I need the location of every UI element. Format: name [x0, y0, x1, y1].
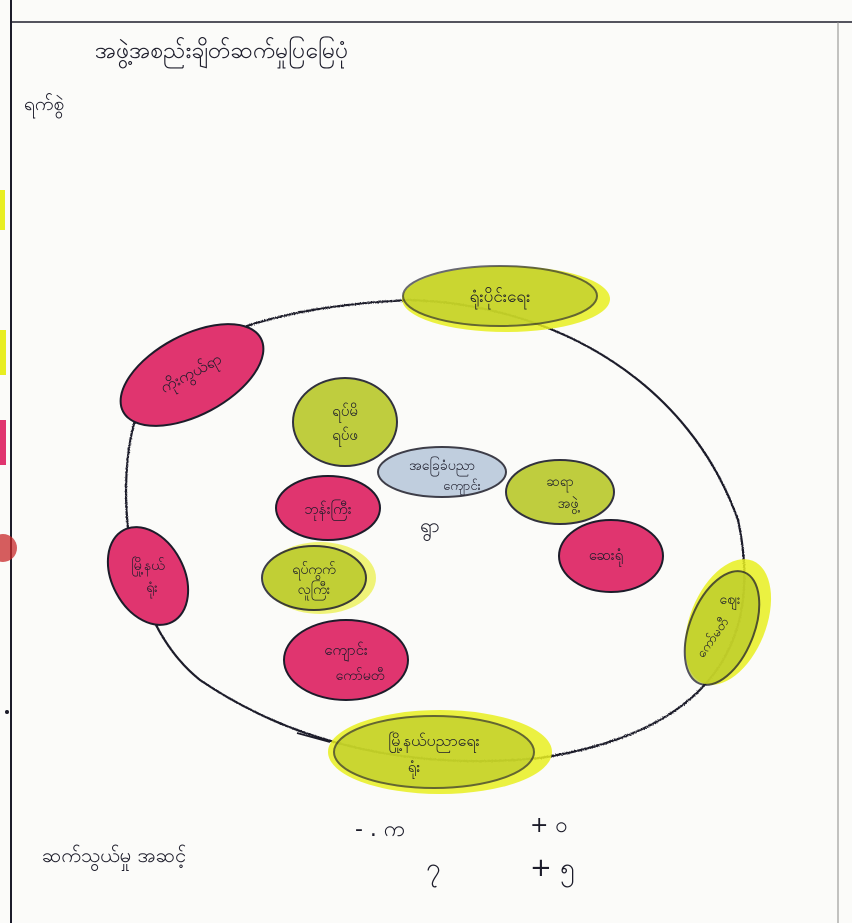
inner-node-n4: ကျောင်း ကော်မတီ [283, 619, 409, 701]
boundary-spur [296, 732, 331, 743]
inner-node-n1: ရပ်မိ ရပ်ဖ [292, 377, 398, 467]
node-label: ရုံး [146, 580, 158, 598]
node-label: ကျောင်း [324, 641, 368, 662]
footer-legend: ဆက်သွယ်မှု အဆင့် - . က + ဝ ၇ + ၅ [42, 813, 575, 888]
date-label: ရက်စွဲ [24, 92, 64, 119]
village-label: ရွာ [420, 513, 440, 541]
outer-node-o1: ကိုးကွယ်ရာ [119, 323, 265, 427]
center-label-2: ကျောင်း [443, 478, 481, 496]
node-label: ဈေး [719, 592, 740, 610]
node-label: မြို့နယ် [131, 557, 165, 576]
footer-row1-left: - . က [355, 817, 405, 842]
footer-label: ဆက်သွယ်မှု အဆင့် [42, 843, 186, 871]
node-label: ရုံးပိုင်းရေး [470, 287, 531, 310]
node-label: လူကြီး [298, 581, 331, 600]
node-label: ရုံး [408, 758, 421, 779]
outer-node-o2: ရုံးပိုင်းရေး [402, 265, 610, 332]
node-label: မြို့နယ်ပညာရေး [388, 731, 479, 753]
inner-node-n5: ဆရာ အဖွဲ့ [505, 459, 615, 525]
page-title: အဖွဲ့အစည်းချိတ်ဆက်မှုပြမြေပုံ [95, 37, 348, 69]
node-label: ဆေးရုံ [589, 546, 623, 567]
footer-row2-right: + ၅ [530, 853, 575, 888]
node-label: ဘုန်းကြီး [304, 499, 351, 521]
inner-node-n6: ဆေးရုံ [558, 519, 664, 593]
node-label: ဆရာ [546, 474, 573, 492]
node-label: ကော်မတီ [336, 668, 385, 684]
node-label: ရပ်ကွက် [292, 562, 336, 580]
outer-node-o3: မြို့နယ် ရုံး [106, 526, 190, 626]
footer-row1-right: + ဝ [530, 813, 568, 838]
inner-node-n2: ဘုန်းကြီး [275, 475, 381, 541]
node-label: ရပ်မိ [332, 402, 358, 423]
node-label: ရပ်ဖ [332, 426, 358, 447]
center-label: အခြေခံပညာ [409, 457, 475, 476]
center-node: အခြေခံပညာ ကျောင်း ရွာ [377, 446, 507, 541]
outer-node-o5: မြို့နယ်ပညာရေး ရုံး [328, 710, 552, 794]
inner-node-n3: ရပ်ကွက် လူကြီး [261, 542, 376, 614]
left-edge-marks [0, 190, 17, 714]
node-label: အဖွဲ့ [558, 496, 581, 514]
outer-node-o4: ဈေး ကော်မတီ [683, 559, 772, 686]
footer-row2-left: ၇ [426, 853, 441, 888]
